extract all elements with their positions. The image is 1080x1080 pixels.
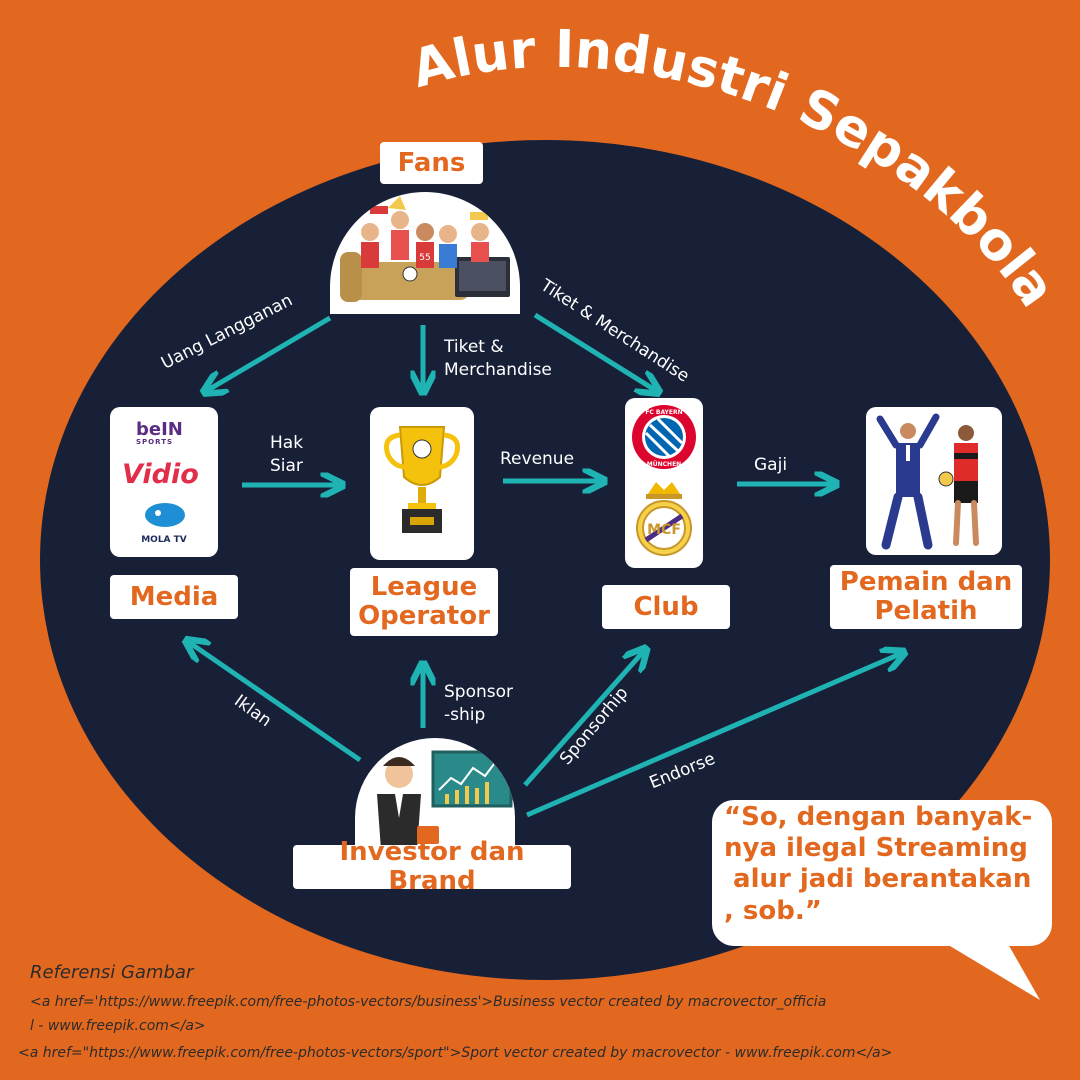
svg-text:55: 55 <box>419 253 430 263</box>
arrow-fans-to-media <box>208 315 332 390</box>
speech-bubble-tail <box>940 930 1040 1000</box>
vidio-logo: Vidio <box>122 459 199 490</box>
real-madrid-logo: MCF <box>636 482 692 556</box>
club-label: Club <box>602 585 730 629</box>
reference-business-vector-cont: l - www.freepik.com</a> <box>30 1018 206 1034</box>
mola-tv-text: MOLA TV <box>141 535 187 545</box>
edge-label-hak-siar: Hak Siar <box>270 433 304 476</box>
media-logos-card: beIN SPORTS Vidio MOLA TV <box>110 407 218 557</box>
svg-text:MCF: MCF <box>647 522 681 538</box>
edge-label-gaji: Gaji <box>754 455 788 475</box>
bein-sports-logo: beIN SPORTS <box>136 419 183 446</box>
league-operator-label: League Operator <box>350 568 498 636</box>
references-heading: Referensi Gambar <box>30 962 194 983</box>
edge-label-sponsorship-center: Sponsor -ship <box>444 682 514 725</box>
players-coach-card <box>866 407 1002 555</box>
investor-brand-label: Investor dan Brand <box>293 838 571 895</box>
trophy-card <box>370 407 474 560</box>
players-coach-label: Pemain dan Pelatih <box>830 565 1022 629</box>
svg-text:FC BAYERN: FC BAYERN <box>645 409 682 416</box>
edge-label-tiket-merchandise-center: Tiket & Merchandise <box>444 337 552 380</box>
svg-text:MÜNCHEN: MÜNCHEN <box>647 461 681 468</box>
arrow-investor-to-players <box>526 654 900 818</box>
fans-label: Fans <box>380 142 483 184</box>
coach-player-illustration <box>876 413 979 550</box>
mola-tv-logo <box>145 503 185 527</box>
club-logos-card: FC BAYERN MÜNCHEN MCF <box>625 398 703 568</box>
bayern-munich-logo: FC BAYERN MÜNCHEN <box>632 405 696 469</box>
reference-sport-vector: <a href="https://www.freepik.com/free-ph… <box>18 1045 893 1061</box>
edge-label-revenue: Revenue <box>500 449 575 469</box>
reference-business-vector: <a href='https://www.freepik.com/free-ph… <box>30 994 827 1010</box>
quote-speech-bubble: “So, dengan banyak- nya ilegal Streaming… <box>712 800 1052 946</box>
background-ellipse <box>40 140 1050 980</box>
arrow-investor-to-club <box>523 652 643 787</box>
fans-illustration: 55 <box>330 192 520 314</box>
media-label: Media <box>110 575 238 619</box>
trophy-icon <box>384 426 460 533</box>
arrow-fans-to-club <box>533 312 655 390</box>
arrow-investor-to-media <box>190 643 362 763</box>
